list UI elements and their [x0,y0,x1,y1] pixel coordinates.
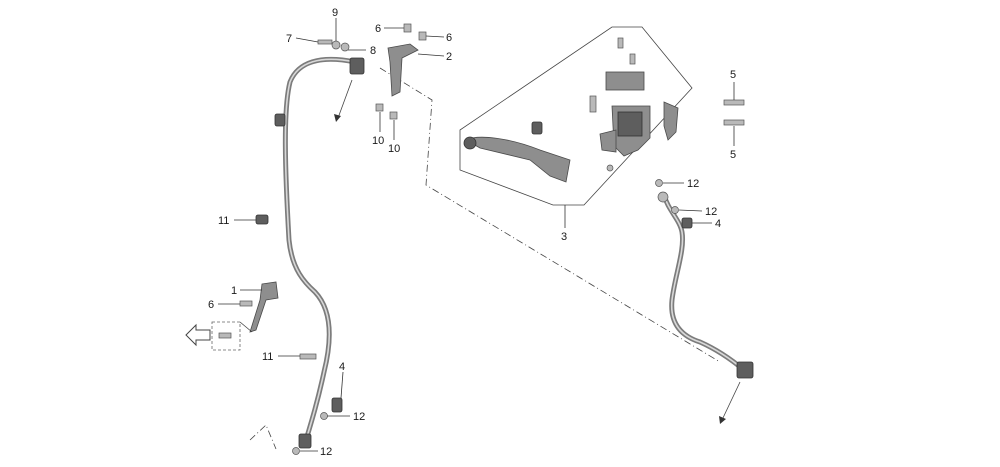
hose-fitting-top [349,57,365,75]
grommet-10a [375,103,384,112]
bolt-6b [418,31,427,41]
direction-arrow-top [337,79,353,119]
inset-bolt [218,332,232,339]
callout-11-lower: 11 [262,351,273,363]
callout-10-left: 10 [372,135,384,147]
washer-12-upper [655,179,663,187]
cap-screw [617,37,624,49]
pivot-bolt [589,95,597,113]
washer-8 [340,42,350,52]
grommet-10b [389,111,398,120]
small-screw [606,164,614,172]
master-cylinder-reservoir [617,111,643,137]
bolt-5a [723,99,745,106]
switch-bracket [663,101,679,141]
bolt-7 [317,39,333,45]
callout-8: 8 [370,45,376,57]
banjo-bolt-4 [681,217,693,229]
callout-6-top-left: 6 [375,23,381,35]
inset-frame [211,321,241,351]
arrowhead-icon [334,114,341,122]
washer-9 [331,40,341,50]
callout-6-lower: 6 [208,299,214,311]
bolt-6-lower [239,300,253,307]
washer-12-lower [671,206,679,214]
callout-2: 2 [446,51,452,63]
callout-3: 3 [561,231,567,243]
callout-4-right: 4 [715,218,721,230]
reservoir-cap [605,71,645,91]
callout-9: 9 [332,7,338,19]
lever-ball-end [463,136,477,150]
callout-12-lower-bottom: 12 [320,446,332,458]
clip-11-lower [299,353,317,360]
washer-12-lower-a [320,412,328,420]
inset-leader [239,321,253,333]
slave-bracket-1 [249,281,279,333]
clutch-lever [465,136,571,183]
master-cylinder-assembly [463,37,679,183]
washer-12-lower-b [292,447,300,455]
callout-11-upper: 11 [218,215,229,227]
hose-fitting-lower-right [736,361,754,379]
callout-6-top-right: 6 [446,32,452,44]
callout-7: 7 [286,33,292,45]
callout-5-bottom: 5 [730,149,736,161]
hose-clip [274,113,286,127]
direction-arrow-right [721,381,741,421]
bracket-assembly-top [317,23,427,120]
callout-1: 1 [231,285,237,297]
callout-12-right-upper: 12 [687,178,699,190]
brake-hose-right [657,191,754,379]
mounting-bracket [387,43,419,97]
bolt-5b [723,119,745,126]
hose-clip-11-upper [255,214,269,225]
connector-line [379,67,721,363]
callout-10-right: 10 [388,143,400,155]
callout-12-right-lower: 12 [705,206,717,218]
connector-line-bottom [249,424,277,450]
callout-12-lower-upper: 12 [353,411,365,423]
direction-arrow-icon [185,323,211,347]
brake-hose-left [274,56,365,449]
clamp-half [599,129,617,153]
leader-lines [218,18,735,452]
hose-fitting-bottom [298,433,312,449]
detail-frame-master-cylinder [459,26,693,206]
banjo-bolt-4-lower [331,397,343,413]
arrowhead-icon [719,416,726,424]
banjo-fitting [657,191,669,203]
lever-pivot [531,121,543,135]
callout-4-lower: 4 [339,361,345,373]
callout-5-top: 5 [730,69,736,81]
cap-screw [629,53,636,65]
bolt-6a [403,23,412,33]
